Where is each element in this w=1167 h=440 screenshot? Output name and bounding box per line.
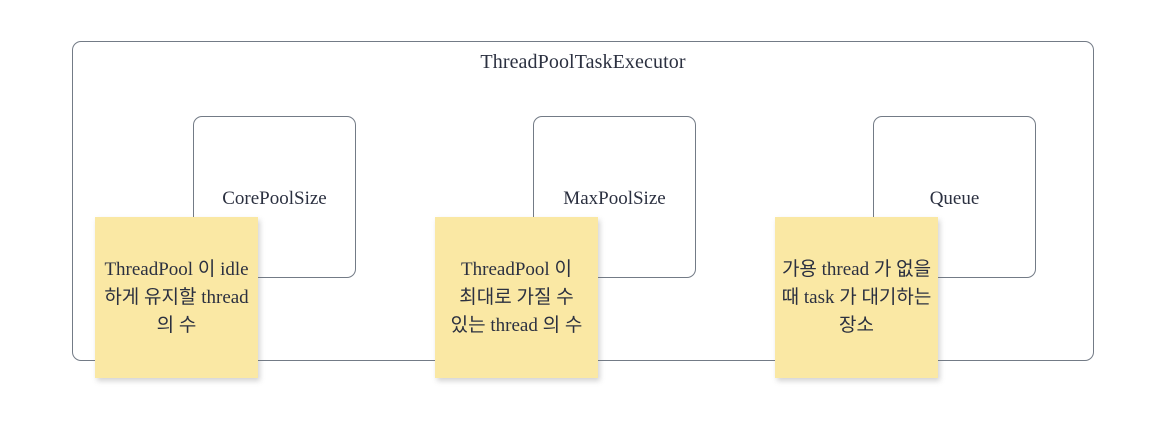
sticky-note-queue-text: 가용 thread 가 없을 때 task 가 대기하는 장소: [781, 258, 932, 336]
sticky-note-corepoolsize: ThreadPool 이 idle 하게 유지할 thread 의 수: [95, 217, 258, 378]
sticky-note-maxpoolsize-text: ThreadPool 이 최대로 가질 수 있는 thread 의 수: [450, 258, 583, 336]
queue-box: Queue: [873, 116, 1036, 278]
queue-label: Queue: [929, 188, 980, 209]
sticky-note-maxpoolsize: ThreadPool 이 최대로 가질 수 있는 thread 의 수: [435, 217, 598, 378]
container-title: ThreadPoolTaskExecutor: [480, 51, 686, 73]
maxpoolsize-label: MaxPoolSize: [563, 188, 666, 209]
sticky-note-corepoolsize-text: ThreadPool 이 idle 하게 유지할 thread 의 수: [104, 258, 249, 336]
maxpoolsize-box: MaxPoolSize: [533, 116, 696, 278]
corepoolsize-box: CorePoolSize: [193, 116, 356, 278]
corepoolsize-label: CorePoolSize: [222, 188, 327, 209]
sticky-note-queue: 가용 thread 가 없을 때 task 가 대기하는 장소: [775, 217, 938, 378]
